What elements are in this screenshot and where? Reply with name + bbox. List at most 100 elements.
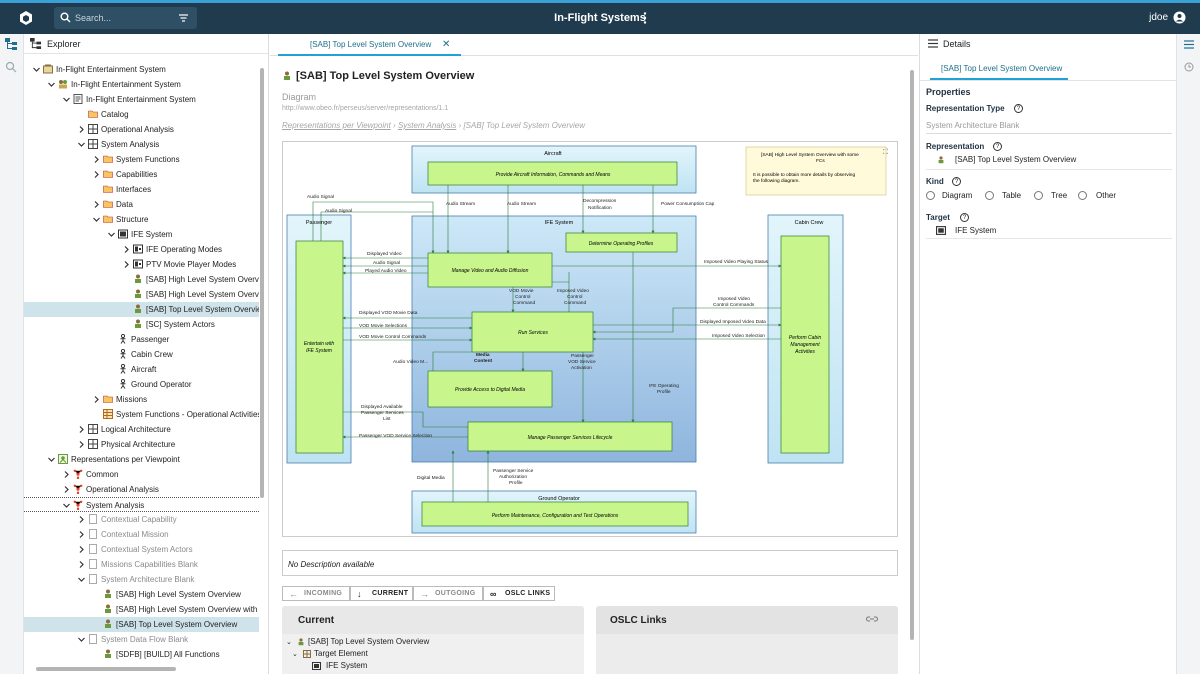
tree-item[interactable]: Structure [24,212,259,227]
incoming-button[interactable]: ←INCOMING [282,586,350,601]
description-box[interactable]: No Description available [282,550,898,576]
details-tab[interactable]: [SAB] Top Level System Overview [930,60,1068,80]
function-digital-media[interactable]: Provide Access to Digital Media [427,370,553,408]
chevron-down-icon[interactable] [77,575,86,584]
user-name[interactable]: jdoe [1149,12,1168,23]
tree-item[interactable]: Operational Analysis [24,122,259,137]
link-icon[interactable] [866,614,878,624]
target-value[interactable]: IFE System [955,226,997,235]
tree-item[interactable]: System Functions [24,152,259,167]
details-view-icon[interactable] [1184,40,1194,49]
function-manage-video[interactable]: Manage Video and Audio Diffusion [427,252,553,288]
chevron-right-icon[interactable] [77,125,86,134]
diagram-canvas[interactable]: Aircraft Passenger Cabin Crew Ground Ope… [282,141,898,537]
tree-item[interactable]: System Functions - Operational Activitie… [24,407,259,422]
tree-item[interactable]: System Analysis [24,497,259,512]
tree-item[interactable]: Common [24,467,259,482]
filter-icon[interactable] [178,12,189,23]
tree-item[interactable]: System Analysis [24,137,259,152]
search-input[interactable]: Search... [75,13,112,23]
chevron-down-icon[interactable] [47,80,56,89]
chevron-down-icon[interactable] [92,215,101,224]
kind-radio-other[interactable] [1078,191,1087,200]
function-cabin-management[interactable]: Perform Cabin Management Activities [780,235,830,454]
tree-item[interactable]: System Data Flow Blank [24,632,259,647]
tree-item[interactable]: Passenger [24,332,259,347]
tree-item[interactable]: Physical Architecture [24,437,259,452]
function-maintenance[interactable]: Perform Maintenance, Configuration and T… [421,501,689,527]
chevron-right-icon[interactable] [92,170,101,179]
chevron-down-icon[interactable] [77,635,86,644]
chevron-down-icon[interactable] [62,95,71,104]
tree-item[interactable]: PTV Movie Player Modes [24,257,259,272]
tree-item[interactable]: Contextual System Actors [24,542,259,557]
tree-item[interactable]: Logical Architecture [24,422,259,437]
menu-icon[interactable] [928,39,938,48]
tree-item[interactable]: Capabilities [24,167,259,182]
chevron-right-icon[interactable] [77,560,86,569]
function-run-services[interactable]: Run Services [471,311,594,353]
chevron-right-icon[interactable] [92,395,101,404]
tree-item[interactable]: Catalog [24,107,259,122]
help-icon[interactable]: ? [993,142,1002,151]
kind-radio-diagram[interactable] [926,191,935,200]
tree-item[interactable]: [SAB] Top Level System Overview [24,302,259,317]
tree-item[interactable]: Ground Operator [24,377,259,392]
chevron-right-icon[interactable] [92,155,101,164]
tree-item[interactable]: Representations per Viewpoint [24,452,259,467]
chevron-right-icon[interactable] [62,485,71,494]
tree-item[interactable]: In-Flight Entertainment System [24,77,259,92]
editor-vertical-scrollbar[interactable] [908,68,916,674]
expand-diagram-icon[interactable]: ⛶ [883,148,888,156]
chevron-down-icon[interactable] [77,140,86,149]
tree-item[interactable]: [SAB] Top Level System Overview [24,617,259,632]
tree-item[interactable]: Missions Capabilities Blank [24,557,259,572]
help-icon[interactable]: ? [952,177,961,186]
chevron-down-icon[interactable] [107,230,116,239]
tab-top-level-system-overview[interactable]: [SAB] Top Level System Overview ✕ [278,34,461,56]
tree-item[interactable]: Data [24,197,259,212]
tree-item[interactable]: Missions [24,392,259,407]
function-lifecycle[interactable]: Manage Passenger Services Lifecycle [467,421,673,452]
chevron-down-icon[interactable] [32,65,41,74]
help-icon[interactable]: ? [960,213,969,222]
chevron-right-icon[interactable] [77,515,86,524]
kind-radio-table[interactable] [985,191,994,200]
explorer-vertical-scrollbar[interactable] [258,68,266,658]
tree-item[interactable]: [SDFB] [BUILD] All Functions [24,647,259,662]
tree-item[interactable]: [SAB] High Level System Overview [24,287,259,302]
tree-item[interactable]: System Architecture Blank [24,572,259,587]
tree-item[interactable]: Interfaces [24,182,259,197]
explorer-horizontal-scrollbar[interactable] [30,666,260,672]
tree-item[interactable]: Aircraft [24,362,259,377]
outgoing-button[interactable]: →OUTGOING [413,586,483,601]
tree-item[interactable]: Contextual Capability [24,512,259,527]
history-icon[interactable] [1184,62,1194,72]
more-options-icon[interactable] [640,11,650,25]
explorer-view-icon[interactable] [5,38,18,50]
tree-item[interactable]: [SAB] High Level System Overview [24,272,259,287]
representation-value[interactable]: [SAB] Top Level System Overview [955,155,1077,164]
tree-item[interactable]: Operational Analysis [24,482,259,497]
help-icon[interactable]: ? [1014,104,1023,113]
search-box[interactable]: Search... [54,7,197,29]
breadcrumb-item-system-analysis[interactable]: System Analysis [397,121,457,130]
chevron-right-icon[interactable] [77,440,86,449]
chevron-right-icon[interactable] [62,470,71,479]
search-view-icon[interactable] [5,61,17,73]
function-provide-info[interactable]: Provide Aircraft Information, Commands a… [427,161,678,186]
tree-item[interactable]: [SC] System Actors [24,317,259,332]
current-button[interactable]: ↓CURRENT [350,586,413,601]
tree-item[interactable]: Contextual Mission [24,527,259,542]
tree-item[interactable]: [SAB] High Level System Overview [24,587,259,602]
chevron-right-icon[interactable] [92,200,101,209]
chevron-right-icon[interactable] [122,260,131,269]
chevron-down-icon[interactable] [62,501,71,510]
tree-item[interactable]: IFE System [24,227,259,242]
chevron-down-icon[interactable] [47,455,56,464]
tree-item[interactable]: [SAB] High Level System Overview with so… [24,602,259,617]
tree-item[interactable]: In-Flight Entertainment System [24,62,259,77]
function-entertain[interactable]: Entertain with IFE System [295,240,344,454]
chevron-right-icon[interactable] [77,530,86,539]
function-determine-profiles[interactable]: Determine Operating Profiles [565,232,678,253]
